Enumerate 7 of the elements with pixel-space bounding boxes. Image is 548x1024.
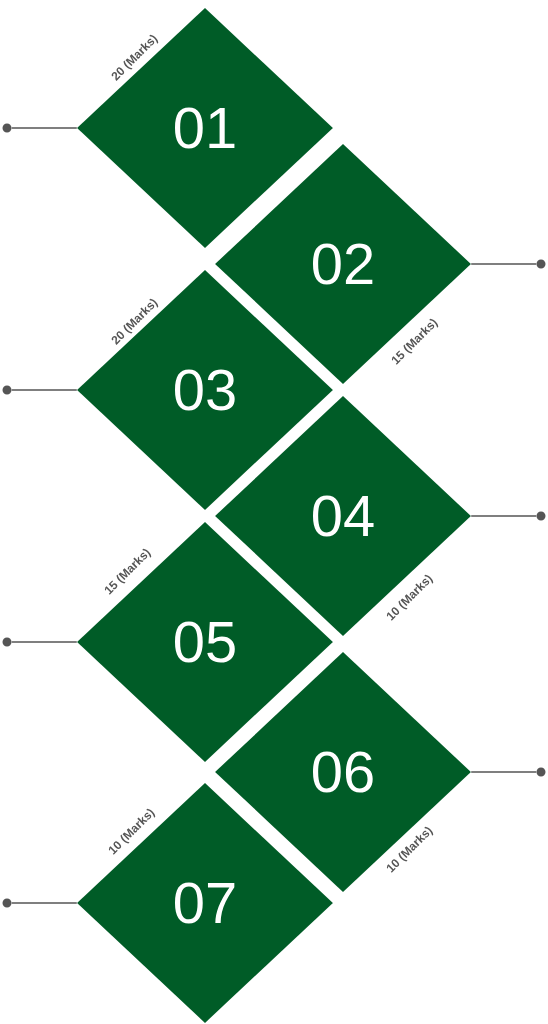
connector-line — [470, 263, 538, 265]
connector-line — [10, 641, 78, 643]
connector-line — [10, 389, 78, 391]
connector-line — [10, 127, 78, 129]
connector-line — [10, 902, 78, 904]
connector-line — [470, 771, 538, 773]
connector-line — [470, 515, 538, 517]
